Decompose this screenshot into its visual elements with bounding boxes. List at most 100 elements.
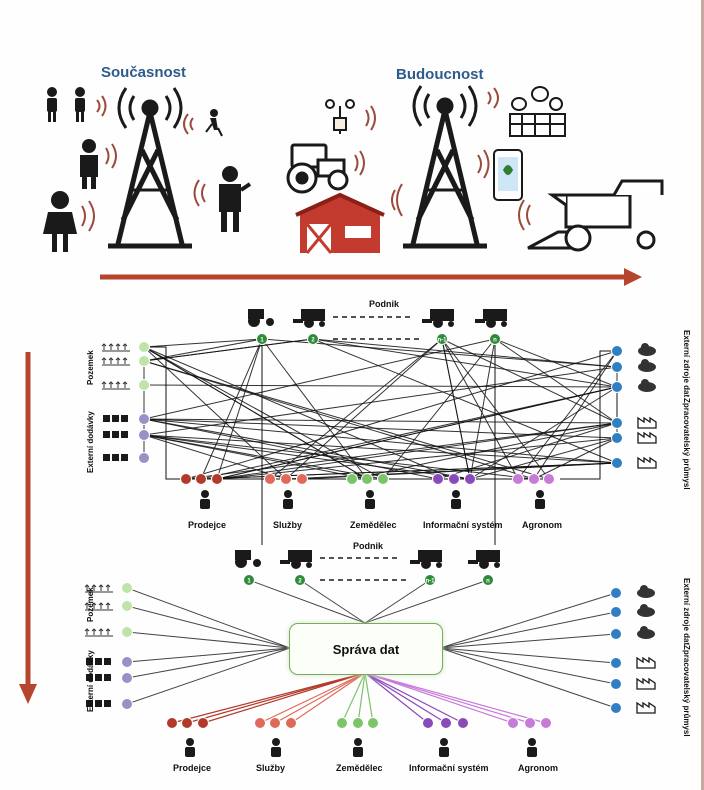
actor-node	[346, 473, 358, 485]
actor-node	[195, 473, 207, 485]
actor-services-label: Služby	[273, 520, 303, 530]
supply-node	[138, 413, 150, 425]
factory-icon	[637, 431, 657, 444]
data-management-hub: Správa dat	[289, 623, 443, 675]
external-data-node	[610, 628, 622, 640]
enterprise-node	[294, 574, 306, 586]
land-node	[121, 626, 133, 638]
woman-icon	[43, 191, 77, 252]
combine-harvester-icon	[422, 309, 454, 328]
enterprise-node-label: n-1	[438, 338, 448, 344]
cloud-data-icon	[638, 359, 656, 372]
land-group-label: Pozemek	[86, 587, 95, 622]
farmer-icon	[365, 490, 375, 509]
walking-person-icon	[205, 109, 223, 137]
field-icon	[101, 381, 130, 390]
edge-bar	[701, 0, 704, 790]
enterprise-node	[307, 333, 319, 345]
processing-node	[610, 657, 622, 669]
enterprise-label: Podnik	[369, 299, 400, 309]
smartphone-icon	[493, 149, 523, 201]
actor-node	[269, 717, 281, 729]
actor-node	[440, 717, 452, 729]
external-data-node	[610, 587, 622, 599]
supply-icon	[103, 415, 128, 422]
external-data-node	[611, 345, 623, 357]
actor-node	[181, 717, 193, 729]
enterprise-node	[436, 333, 448, 345]
seller-icon	[200, 490, 210, 509]
actor-node	[457, 717, 469, 729]
infosys-icon	[439, 738, 449, 757]
actor-node	[377, 473, 389, 485]
actor-node	[464, 473, 476, 485]
actor-node	[264, 473, 276, 485]
people-icon	[47, 87, 85, 122]
external-data-label: Externí zdroje dat	[682, 330, 691, 398]
services-icon	[283, 490, 293, 509]
external-data-node	[611, 381, 623, 393]
agronomist-icon	[535, 490, 545, 509]
actor-seller-label: Prodejce	[173, 763, 212, 773]
actor-node	[285, 717, 297, 729]
cloud-data-icon	[638, 343, 656, 356]
combine-harvester-icon	[293, 309, 325, 328]
land-node	[138, 341, 150, 353]
enterprise-node	[424, 574, 436, 586]
down-arrow	[19, 352, 37, 704]
actor-node	[336, 717, 348, 729]
actor-node	[540, 717, 552, 729]
supply-node	[121, 656, 133, 668]
supplies-group-label: Externí dodávky	[86, 650, 95, 712]
hub-label: Správa dat	[332, 641, 400, 657]
farmer-icon	[353, 738, 363, 757]
supply-node	[138, 429, 150, 441]
actor-node	[432, 473, 444, 485]
cloud-data-icon	[638, 379, 656, 392]
connection-lines	[126, 579, 617, 724]
actor-seller-label: Prodejce	[188, 520, 227, 530]
enterprise-node	[489, 333, 501, 345]
actor-farmer-label: Zemědělec	[350, 520, 397, 530]
cloud-data-icon	[637, 604, 655, 617]
combine-harvester-icon	[475, 309, 507, 328]
actor-agronomist-label: Agronom	[518, 763, 558, 773]
man-with-phone-icon	[219, 166, 252, 232]
land-node	[138, 379, 150, 391]
factory-icon	[636, 677, 656, 690]
enterprise-node-label: n-1	[426, 579, 436, 585]
supplies-group-label: Externí dodávky	[86, 411, 95, 473]
processing-node	[611, 457, 623, 469]
enterprise-node-label: 1	[260, 338, 264, 344]
processing-node	[610, 702, 622, 714]
land-node	[138, 355, 150, 367]
actor-node	[166, 717, 178, 729]
actor-agronomist-label: Agronom	[522, 520, 562, 530]
actor-node	[512, 473, 524, 485]
farm-animals-icon	[509, 86, 566, 137]
actor-infosys-label: Informační systém	[423, 520, 503, 530]
cloud-data-icon	[637, 626, 655, 639]
timeline-arrow	[100, 268, 642, 286]
actor-node	[180, 473, 192, 485]
supply-icon	[86, 658, 111, 665]
supply-icon	[103, 431, 128, 438]
enterprise-node	[482, 574, 494, 586]
connection-lines	[143, 338, 618, 545]
barn-icon	[295, 192, 385, 254]
actor-node	[352, 717, 364, 729]
combine-harvester-icon	[468, 550, 500, 569]
enterprise-label: Podnik	[353, 541, 384, 551]
actor-services-label: Služby	[256, 763, 286, 773]
combine-harvester-icon	[280, 550, 312, 569]
actor-node	[524, 717, 536, 729]
enterprise-node-label: n	[493, 338, 497, 344]
land-node	[121, 600, 133, 612]
tractor-icon	[248, 309, 274, 327]
enterprise-node-label: 1	[247, 579, 251, 585]
actor-farmer-label: Zemědělec	[336, 763, 383, 773]
processing-industry-label: Zpracovatelský průmysl	[682, 398, 691, 490]
enterprise-node	[243, 574, 255, 586]
